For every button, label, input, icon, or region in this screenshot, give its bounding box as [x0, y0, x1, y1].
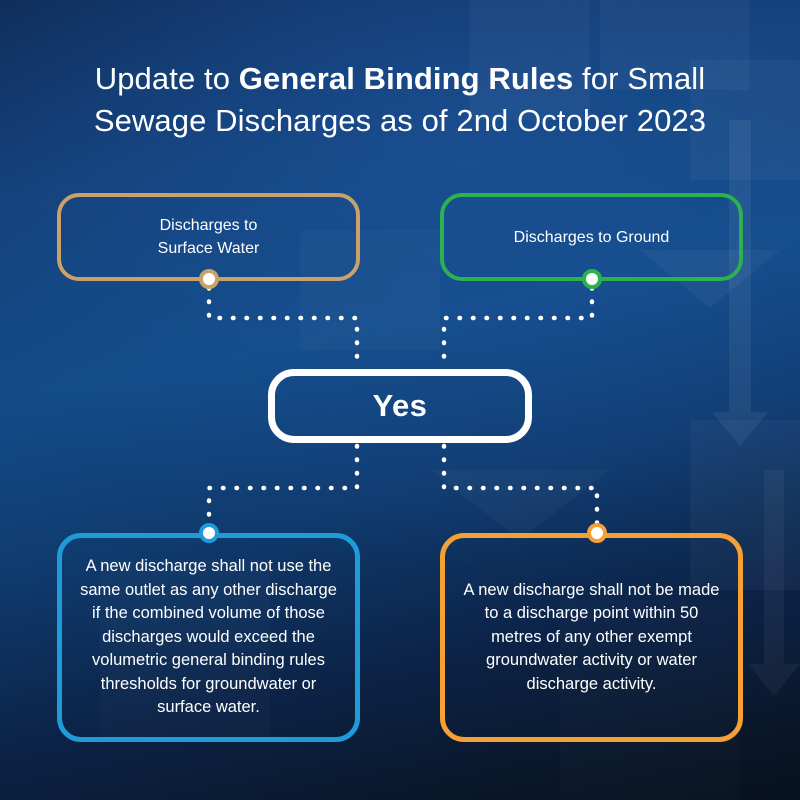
- node-discharges-to-ground[interactable]: Discharges to Ground: [440, 193, 743, 281]
- bg-arrow-down-icon: [710, 120, 770, 450]
- node-label-ground: Discharges to Ground: [513, 228, 670, 246]
- page-title: Update to General Binding Rules for Smal…: [0, 58, 800, 142]
- wire-yes-to-rule-distance: [441, 443, 600, 527]
- bg-chevron-2: [430, 470, 610, 540]
- node-label-surface-water: Discharges to Surface Water: [157, 217, 260, 257]
- title-suffix: for Small Sewage Discharges as of 2nd Oc…: [93, 61, 707, 138]
- node-rule-fifty-metres[interactable]: A new discharge shall not be made to a d…: [440, 533, 743, 742]
- node-label-yes: Yes: [372, 388, 428, 423]
- node-rule-shared-outlet[interactable]: A new discharge shall not use the same o…: [57, 533, 360, 742]
- node-label-rule-distance: A new discharge shall not be made to a d…: [463, 580, 720, 693]
- bg-arrow-down-secondary-icon: [746, 470, 800, 700]
- node-decision-yes[interactable]: Yes: [268, 369, 532, 443]
- connector-dot-rule-distance: [587, 523, 607, 543]
- wire-surface-to-yes: [206, 285, 360, 369]
- connector-dot-surface-water: [199, 269, 219, 289]
- title-emphasis: General Binding Rules: [238, 61, 574, 96]
- node-discharges-to-surface-water[interactable]: Discharges to Surface Water: [57, 193, 360, 281]
- wire-yes-to-rule-outlet: [206, 443, 360, 527]
- connector-dot-ground: [582, 269, 602, 289]
- wire-ground-to-yes: [441, 285, 595, 369]
- node-label-rule-outlet: A new discharge shall not use the same o…: [80, 557, 337, 717]
- title-prefix: Update to: [94, 61, 239, 96]
- connector-dot-rule-outlet: [199, 523, 219, 543]
